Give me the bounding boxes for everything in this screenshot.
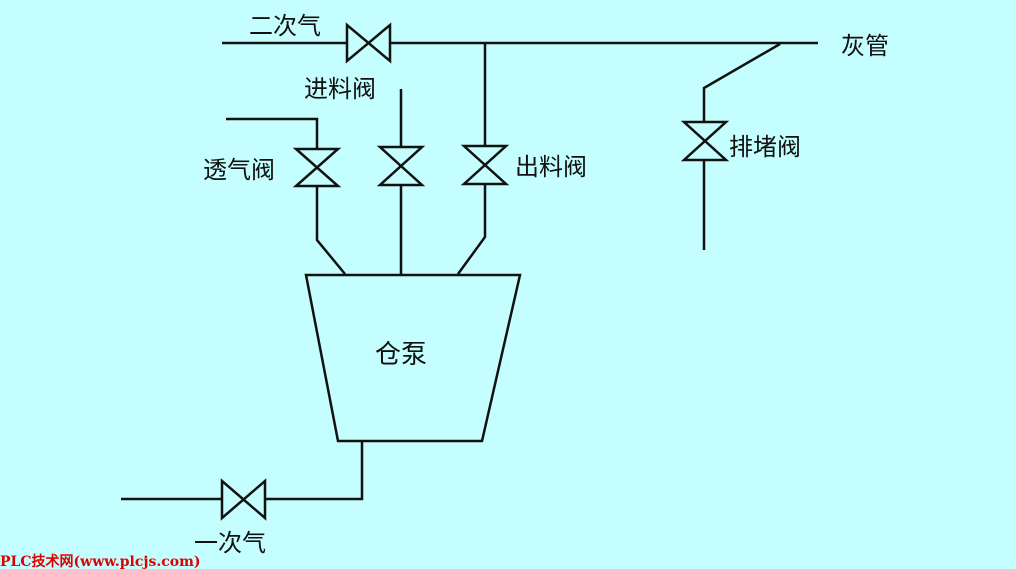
silo-pump-vessel[interactable] [304, 273, 522, 443]
feed-valve-label: 进料阀 [304, 75, 376, 103]
vent-valve[interactable] [292, 147, 342, 188]
discharge-valve-label: 出料阀 [515, 153, 587, 181]
primary-air-pipe-right [265, 441, 364, 501]
unblock-valve[interactable] [680, 120, 730, 162]
unblock-pipe-upper [702, 42, 781, 122]
discharge-pipe-lower [456, 184, 487, 275]
secondary-air-label: 二次气 [249, 12, 321, 40]
ash-pipe-label: 灰管 [841, 32, 889, 60]
secondary-air-valve[interactable] [345, 22, 392, 64]
vent-pipe-upper [226, 117, 319, 149]
watermark: PLC技术网(www.plcjs.com) [0, 553, 201, 569]
discharge-valve[interactable] [460, 144, 510, 186]
vent-valve-label: 透气阀 [203, 156, 275, 184]
silo-pump-label: 仓泵 [375, 340, 427, 370]
unblock-valve-label: 排堵阀 [729, 133, 801, 161]
feed-valve[interactable] [376, 145, 426, 187]
vent-pipe-lower [315, 186, 346, 275]
primary-air-valve[interactable] [220, 478, 267, 521]
primary-air-label: 一次气 [194, 529, 266, 557]
